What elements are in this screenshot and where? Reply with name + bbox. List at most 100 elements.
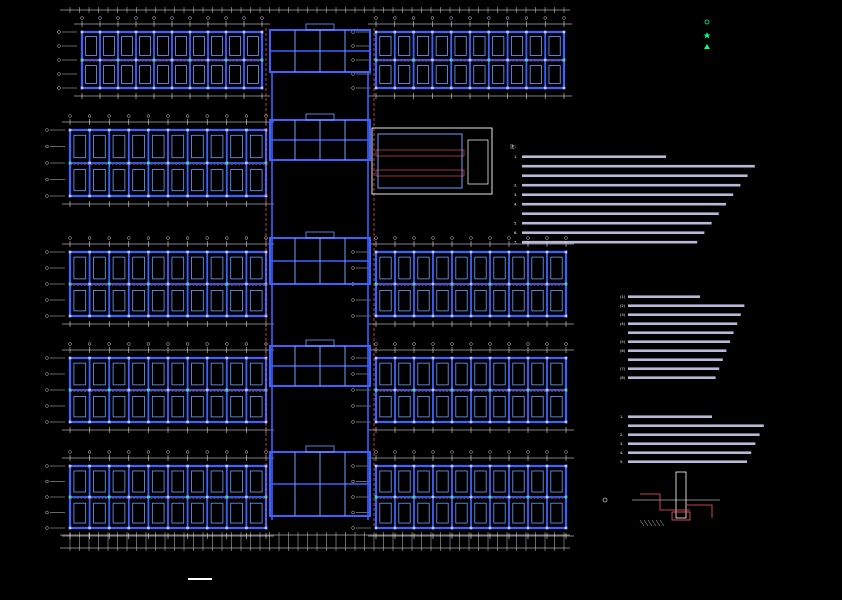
column: [170, 58, 174, 62]
axis-bubble: [351, 356, 355, 360]
bay-panel: [171, 289, 185, 312]
stair-plan-outline: [371, 127, 493, 195]
column: [507, 495, 511, 499]
column: [205, 282, 209, 286]
column: [245, 250, 248, 254]
column: [564, 420, 568, 424]
right-wing-floor-4: [351, 342, 574, 433]
bay-panel: [112, 134, 126, 159]
bay-panel: [249, 395, 263, 418]
bay-panel: [211, 36, 223, 56]
bay-panel: [474, 289, 487, 312]
node-marker: [225, 282, 228, 286]
node-marker: [225, 388, 228, 392]
node-marker: [564, 388, 568, 392]
legend-star-icon: [703, 32, 711, 39]
notes-a-line-10: 7.: [514, 241, 517, 245]
column: [186, 194, 189, 198]
axis-bubble: [127, 236, 131, 240]
bay-panel: [121, 36, 133, 56]
axis-bubble: [374, 16, 378, 20]
bay-panel: [249, 289, 263, 312]
bay-panel: [193, 65, 205, 84]
column: [431, 282, 435, 286]
column: [186, 356, 189, 360]
column: [127, 250, 131, 254]
note-text-block: [628, 349, 727, 352]
column: [166, 128, 170, 132]
column: [186, 314, 189, 318]
axis-bubble: [57, 72, 61, 76]
column: [166, 356, 170, 360]
scale-bar: [188, 578, 212, 580]
column: [543, 58, 547, 62]
axis-bubble: [107, 450, 111, 454]
column: [134, 58, 138, 62]
note-text-block: [522, 155, 666, 158]
column: [469, 526, 473, 530]
bay-panel: [531, 289, 544, 312]
node-marker: [374, 282, 378, 286]
column: [166, 161, 170, 165]
column: [88, 420, 91, 424]
column: [147, 526, 150, 530]
axis-bubble: [45, 388, 49, 392]
axis-bubble: [107, 114, 111, 118]
right-wing-floor-3: [351, 236, 574, 327]
column: [469, 282, 473, 286]
column: [170, 30, 174, 34]
bay-panel: [151, 256, 165, 280]
column: [107, 526, 111, 530]
column: [147, 250, 150, 254]
bay-panel: [247, 65, 259, 84]
column: [564, 314, 568, 318]
node-marker: [450, 58, 453, 62]
hatch: [655, 519, 661, 527]
axis-bubble: [526, 450, 530, 454]
column: [98, 30, 102, 34]
axis-bubble: [543, 16, 547, 20]
column: [147, 314, 150, 318]
column: [507, 356, 511, 360]
column: [487, 86, 491, 90]
axis-bubble: [146, 114, 150, 118]
column: [245, 128, 248, 132]
bay-panel: [436, 256, 449, 280]
bay-panel: [417, 502, 430, 524]
column: [412, 420, 416, 424]
bay-panel: [249, 134, 263, 159]
bay-panel: [398, 470, 411, 493]
bay-panel: [379, 289, 392, 312]
bay-panel: [493, 395, 506, 418]
left-wing-floor-5: [45, 450, 274, 539]
column: [166, 526, 170, 530]
bay-panel: [112, 289, 126, 312]
axis-bubble: [68, 114, 72, 118]
bay-panel: [512, 289, 525, 312]
bay-panel: [455, 395, 468, 418]
axis-bubble: [225, 114, 229, 118]
bay-panel: [191, 256, 204, 280]
bay-panel: [512, 362, 525, 386]
stair-shaft: [467, 139, 489, 185]
column: [205, 420, 209, 424]
column: [225, 526, 229, 530]
column: [134, 30, 138, 34]
node-marker: [116, 58, 120, 62]
bay-panel: [435, 36, 448, 56]
bay-panel: [550, 289, 563, 312]
column: [88, 128, 91, 132]
bay-panel: [512, 502, 525, 524]
column: [393, 526, 397, 530]
bay-panel: [249, 256, 263, 280]
column: [543, 86, 547, 90]
column: [543, 30, 547, 34]
axis-bubble: [186, 114, 190, 118]
bay-panel: [151, 470, 165, 493]
axis-bubble: [564, 342, 568, 346]
legend-triangle-icon: [704, 44, 710, 49]
stair-landing: [305, 113, 335, 121]
column: [245, 161, 248, 165]
column: [412, 464, 416, 468]
bay-panel: [493, 289, 506, 312]
